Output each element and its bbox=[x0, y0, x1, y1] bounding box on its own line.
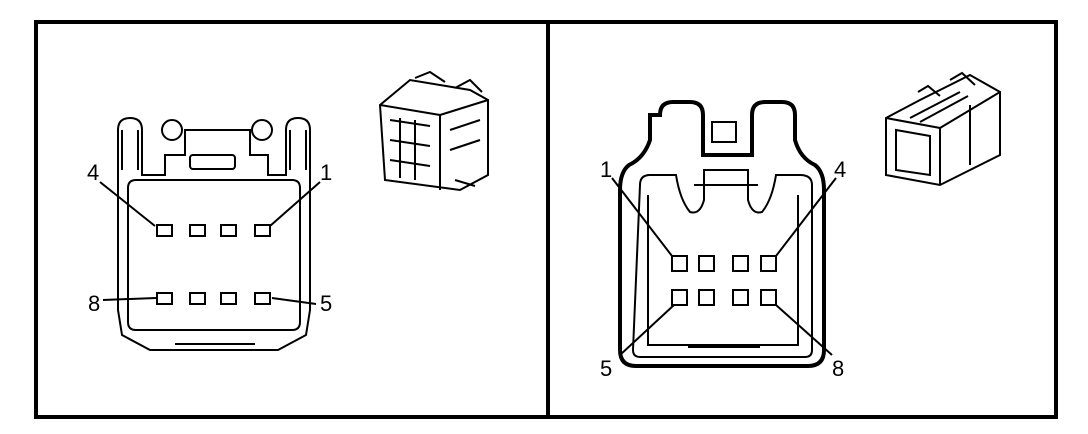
right-pin-7 bbox=[732, 289, 749, 306]
right-pin-3 bbox=[732, 255, 749, 272]
right-connector-face-inner1 bbox=[631, 169, 813, 358]
left-top-slot bbox=[189, 154, 236, 170]
left-latch-left bbox=[121, 130, 139, 170]
right-leader-8 bbox=[775, 304, 833, 356]
left-pin-2 bbox=[220, 224, 237, 237]
left-pin-1 bbox=[254, 224, 271, 237]
left-hinge-left bbox=[161, 119, 183, 141]
left-panel: 4 1 8 5 bbox=[87, 70, 489, 351]
right-connector-face-inner2 bbox=[647, 195, 799, 346]
right-connector-isometric bbox=[885, 71, 1001, 187]
left-pin-3 bbox=[189, 224, 206, 237]
left-pin-4 bbox=[156, 224, 173, 237]
left-pin-8 bbox=[156, 292, 173, 305]
left-leader-8 bbox=[102, 297, 157, 301]
left-latch-right bbox=[289, 130, 307, 170]
left-leader-5 bbox=[271, 297, 317, 305]
left-pin-label-4: 4 bbox=[87, 160, 99, 185]
right-pin-label-8: 8 bbox=[832, 356, 844, 381]
right-pin-6 bbox=[698, 289, 715, 306]
left-hinge-right bbox=[251, 119, 273, 141]
left-pin-label-5: 5 bbox=[320, 291, 332, 316]
right-leader-4 bbox=[775, 177, 837, 257]
left-leader-1 bbox=[269, 181, 321, 227]
right-connector-face-outer bbox=[618, 100, 826, 368]
right-leader-1 bbox=[611, 177, 673, 257]
right-panel: 1 4 5 8 bbox=[600, 71, 1001, 381]
left-pin-label-8: 8 bbox=[88, 291, 100, 316]
right-pin-5 bbox=[671, 289, 688, 306]
right-pin-label-4: 4 bbox=[834, 157, 846, 182]
right-top-tab bbox=[711, 121, 737, 143]
right-pin-label-5: 5 bbox=[600, 356, 612, 381]
right-pin-1 bbox=[671, 255, 688, 272]
right-pin-label-1: 1 bbox=[600, 157, 612, 182]
left-connector-face-outer bbox=[117, 116, 311, 351]
left-pin-5 bbox=[254, 292, 271, 305]
left-connector-isometric bbox=[378, 70, 489, 192]
right-pin-2 bbox=[698, 255, 715, 272]
right-leader-5 bbox=[619, 304, 675, 356]
right-pin-8 bbox=[760, 289, 777, 306]
right-pin-4 bbox=[760, 255, 777, 272]
left-pin-7 bbox=[189, 292, 206, 305]
left-pin-label-1: 1 bbox=[320, 160, 332, 185]
left-pin-6 bbox=[220, 292, 237, 305]
left-leader-4 bbox=[99, 181, 156, 227]
left-connector-face-inner bbox=[127, 179, 301, 331]
